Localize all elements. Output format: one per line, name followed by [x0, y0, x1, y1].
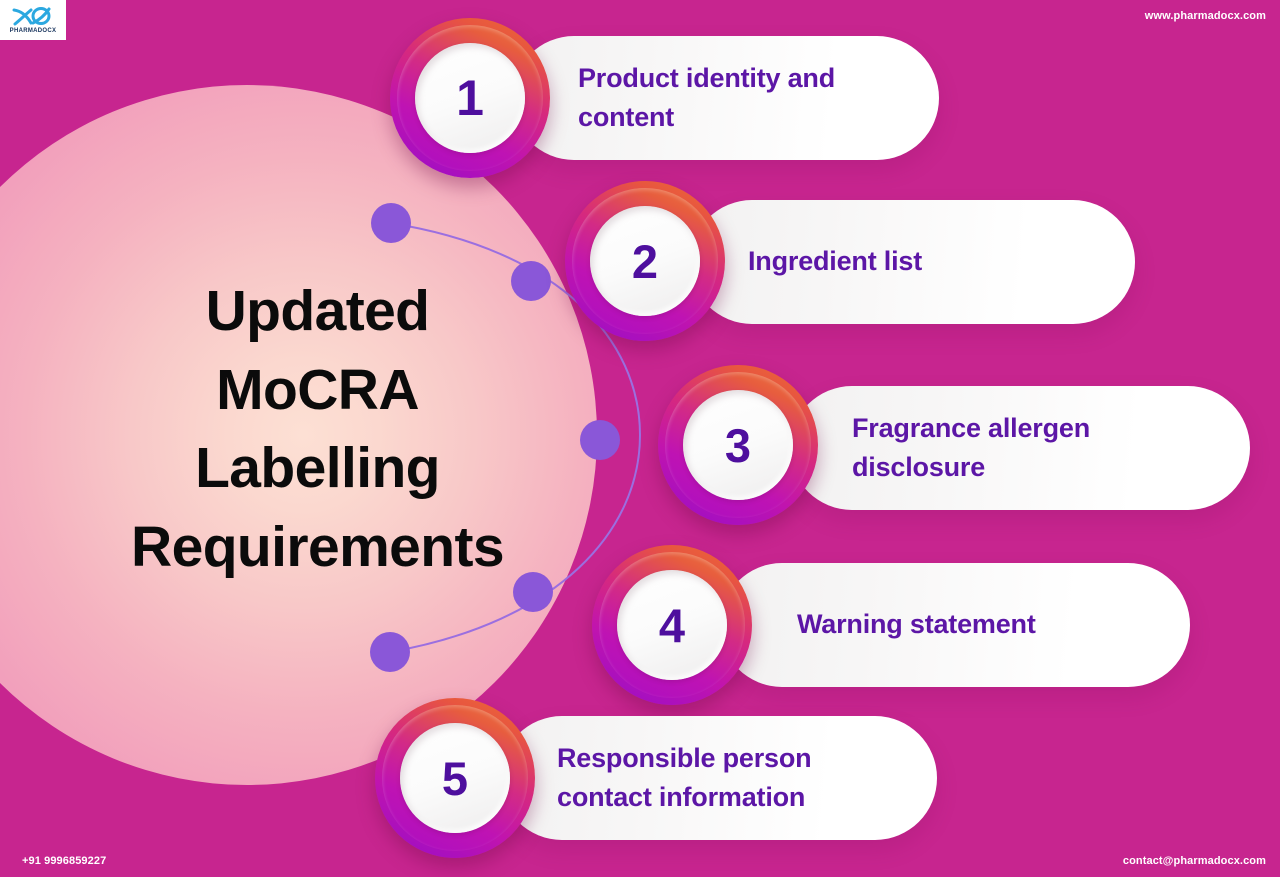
- item-number-1: 1: [456, 70, 484, 126]
- item-number-4: 4: [658, 598, 686, 652]
- medallion-core-1: 1: [415, 43, 525, 153]
- item-number-3: 3: [724, 418, 752, 472]
- page-title: Updated MoCRA Labelling Requirements: [131, 279, 505, 579]
- medallion-core-5: 5: [400, 723, 510, 833]
- item-medallion-3[interactable]: 3: [658, 365, 818, 525]
- phone-number[interactable]: +91 9996859227: [22, 855, 107, 867]
- item-label-5: Responsible person contact information: [557, 742, 812, 812]
- item-number-5: 5: [441, 751, 469, 805]
- item-pill-3[interactable]: Fragrance allergen disclosure: [790, 386, 1250, 510]
- email-address[interactable]: contact@pharmadocx.com: [1122, 855, 1266, 867]
- item-label-3: Fragrance allergen disclosure: [852, 412, 1091, 482]
- medallion-core-4: 4: [617, 570, 727, 680]
- item-medallion-1[interactable]: 1: [390, 18, 550, 178]
- brand-logo-wordmark: PHARMADOCX: [9, 27, 57, 34]
- brand-logo[interactable]: PHARMADOCX: [0, 0, 66, 40]
- website-url[interactable]: www.pharmadocx.com: [1144, 10, 1266, 22]
- item-medallion-2[interactable]: 2: [565, 181, 725, 341]
- item-medallion-4[interactable]: 4: [592, 545, 752, 705]
- xo-monogram-icon: [12, 6, 51, 25]
- item-pill-4[interactable]: Warning statement: [720, 563, 1190, 687]
- item-label-4: Warning statement: [797, 609, 1036, 640]
- medallion-core-2: 2: [590, 206, 700, 316]
- item-label-2: Ingredient list: [748, 246, 923, 277]
- item-medallion-5[interactable]: 5: [375, 698, 535, 858]
- item-pill-1[interactable]: Product identity and content: [512, 36, 939, 160]
- item-pill-2[interactable]: Ingredient list: [690, 200, 1135, 324]
- item-label-1: Product identity and content: [578, 62, 836, 132]
- medallion-core-3: 3: [683, 390, 793, 500]
- item-number-2: 2: [631, 234, 659, 288]
- item-pill-5[interactable]: Responsible person contact information: [500, 716, 937, 840]
